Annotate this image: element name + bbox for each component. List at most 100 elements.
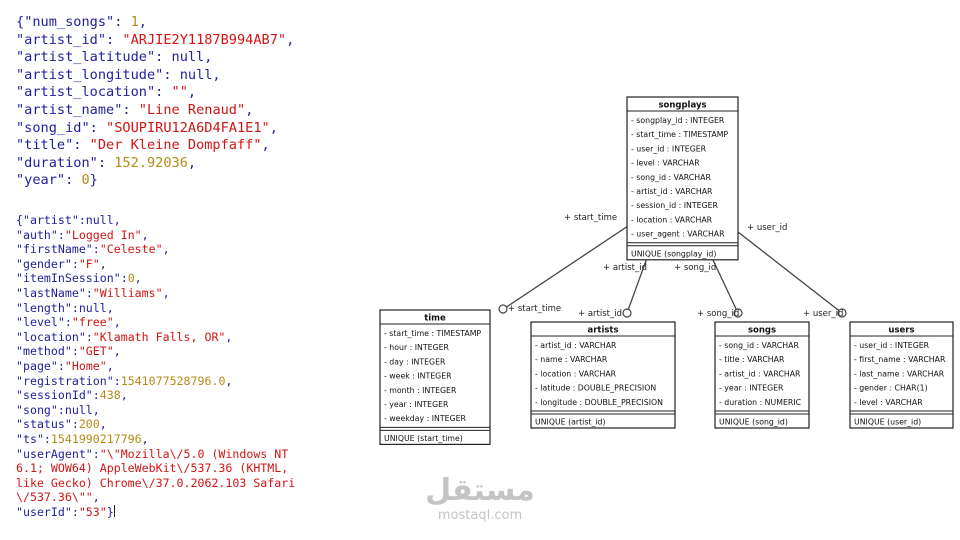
code-line: "userAgent":"\"Mozilla\/5.0 (Windows NT: [16, 447, 295, 462]
relation-label-src-song-id: + song_id: [674, 263, 716, 273]
relation-line-song-id: [711, 257, 739, 314]
table-constraint: UNIQUE (user_id): [854, 418, 921, 427]
code-line: "song_id": "SOUPIRU12A6D4FA1E1",: [16, 120, 294, 138]
relation-line-start-time: [501, 225, 629, 311]
code-line: "status":200,: [16, 417, 295, 432]
watermark-latin: mostaql.com: [437, 508, 523, 523]
code-token: 6.1; WOW64) AppleWebKit\/537.36 (KHTML,: [16, 461, 289, 476]
code-token: :: [92, 388, 100, 403]
code-token: "method": [16, 344, 72, 359]
code-token: "Home": [64, 358, 107, 373]
text-cursor: [113, 504, 115, 517]
code-token: "userAgent": [16, 446, 93, 461]
code-token: :: [73, 137, 90, 154]
table-field: - year : INTEGER: [719, 384, 784, 393]
code-token: "ARJIE2Y1187B994AB7": [122, 31, 287, 48]
table-field: - user_id : INTEGER: [854, 341, 930, 350]
table-title: artists: [587, 326, 618, 336]
code-line: 6.1; WOW64) AppleWebKit\/537.36 (KHTML,: [16, 461, 295, 476]
code-token: ,: [225, 373, 233, 388]
relation-end-song-id: [733, 308, 743, 318]
code-line: "method":"GET",: [16, 344, 295, 359]
table-field: - latitude : DOUBLE_PRECISION: [535, 384, 656, 393]
code-token: "artist_id": [16, 31, 107, 48]
code-token: ,: [134, 271, 142, 286]
code-token: "GET": [78, 344, 114, 359]
code-token: "num_songs": [24, 14, 115, 30]
relation-end-start-time: [498, 304, 508, 314]
code-token: :: [89, 119, 107, 136]
code-token: ,: [106, 358, 114, 373]
table-field: - last_name : VARCHAR: [854, 369, 945, 378]
code-token: :: [85, 329, 93, 344]
code-line: "itemInSession":0,: [16, 271, 295, 286]
code-token: \/537.36\"": [16, 490, 93, 505]
table-constraint: UNIQUE (artist_id): [535, 418, 606, 427]
code-line: "auth":"Logged In",: [16, 228, 295, 243]
code-token: "artist_latitude": [16, 49, 156, 66]
code-token: ,: [113, 344, 121, 359]
code-token: "\"Mozilla\/5.0 (Windows NT: [99, 446, 289, 461]
relation-label-dst-artist-id: + artist_id: [578, 309, 622, 319]
code-token: :: [85, 285, 93, 300]
code-line: "lastName":"Williams",: [16, 286, 295, 301]
relation-line-artist-id: [626, 257, 648, 314]
table-field: - songplay_id : INTEGER: [631, 116, 725, 125]
table-frame: [714, 321, 810, 429]
code-line: "artist_longitude": null,: [16, 67, 294, 85]
table-field: - month : INTEGER: [384, 386, 457, 395]
song-json-code: {"num_songs": 1,"artist_id": "ARJIE2Y118…: [16, 14, 294, 190]
table-field: - first_name : VARCHAR: [854, 355, 946, 364]
table-title: users: [888, 326, 914, 336]
code-token: {: [16, 14, 25, 30]
code-line: "artist_name": "Line Renaud",: [16, 102, 294, 120]
relation-label-dst-user-id: + user_id: [803, 309, 843, 319]
code-token: "artist": [22, 213, 79, 227]
table-songs: songs- song_id : VARCHAR- title : VARCHA…: [714, 321, 810, 429]
table-songplays: songplays- songplay_id : INTEGER- start_…: [626, 96, 739, 261]
code-token: :: [114, 14, 131, 30]
table-constraint: UNIQUE (song_id): [719, 418, 788, 427]
code-token: :: [106, 31, 123, 48]
code-line: "artist_location": "",: [16, 84, 294, 102]
code-line: {"num_songs": 1,: [16, 14, 294, 32]
code-line: "artist_latitude": null,: [16, 49, 294, 67]
relation-label-src-start-time: + start_time: [564, 213, 617, 223]
code-line: "title": "Der Kleine Dompfaff",: [16, 137, 294, 155]
code-token: ,: [162, 285, 170, 300]
table-field: - name : VARCHAR: [535, 355, 608, 364]
code-token: "Celeste": [99, 242, 163, 257]
code-line: "userId":"53"}: [16, 504, 295, 520]
code-token: ,: [138, 14, 147, 30]
code-token: "Williams": [92, 285, 163, 300]
code-line: {"artist":null,: [16, 213, 295, 228]
table-field: - level : VARCHAR: [631, 159, 700, 168]
code-token: :: [65, 172, 82, 189]
code-line: "song":null,: [16, 403, 295, 418]
relation-label-src-artist-id: + artist_id: [603, 263, 647, 273]
table-field: - title : VARCHAR: [719, 355, 785, 364]
code-token: "location": [16, 329, 86, 344]
table-frame: [379, 309, 491, 445]
table-constraint: UNIQUE (start_time): [384, 434, 463, 443]
code-line: "location":"Klamath Falls, OR",: [16, 330, 295, 345]
code-token: 152.92036: [114, 154, 188, 171]
code-line: "page":"Home",: [16, 359, 295, 374]
table-field: - artist_id : VARCHAR: [535, 341, 617, 350]
code-token: :: [155, 84, 172, 101]
code-token: "ts": [16, 431, 44, 446]
table-field: - longitude : DOUBLE_PRECISION: [535, 398, 663, 407]
table-title: songs: [748, 326, 776, 336]
code-token: }: [89, 172, 98, 189]
code-line: "artist_id": "ARJIE2Y1187B994AB7",: [16, 32, 294, 50]
table-field: - location : VARCHAR: [535, 369, 617, 378]
table-field: - weekday : INTEGER: [384, 414, 466, 423]
code-token: ,: [187, 154, 197, 171]
code-token: "Line Renaud": [138, 101, 246, 118]
code-line: "gender":"F",: [16, 257, 295, 272]
code-token: :null,: [57, 402, 100, 417]
code-token: ,: [269, 119, 278, 136]
code-token: :: [71, 504, 79, 519]
table-artists: artists - artist_id : VARCHAR - name : VAR…: [530, 321, 676, 429]
code-line: "firstName":"Celeste",: [16, 242, 295, 257]
